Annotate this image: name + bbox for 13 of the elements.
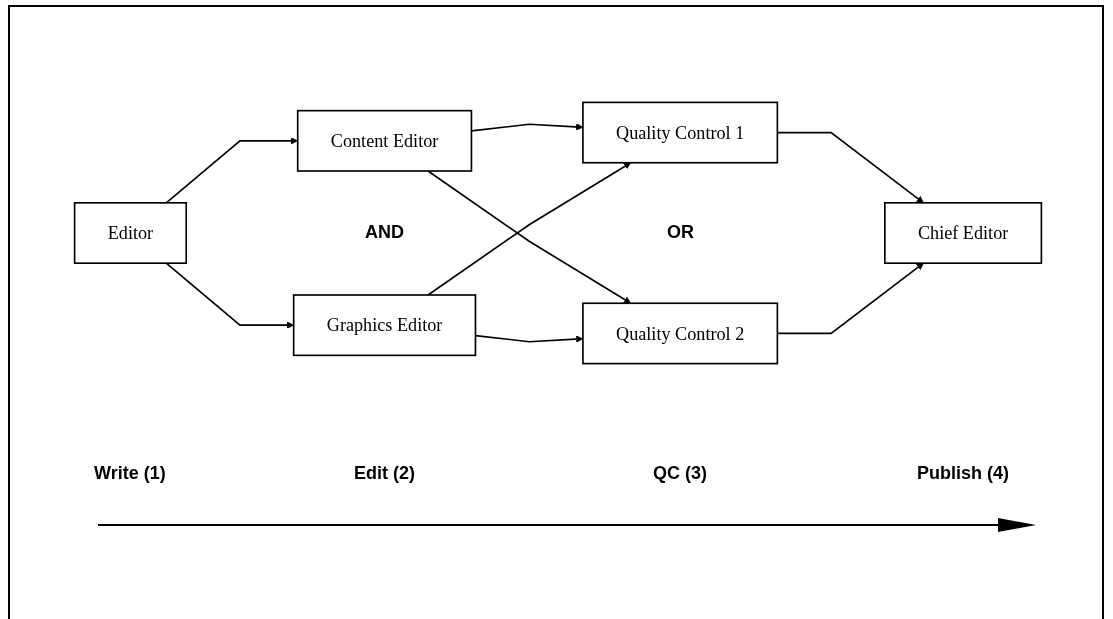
arrow [165, 262, 294, 329]
stage-label: Write (1) [94, 463, 166, 484]
node-box: Quality Control 2 [582, 302, 779, 365]
stage-label: QC (3) [653, 463, 707, 484]
node-box: Chief Editor [884, 202, 1043, 264]
stage-label: Publish (4) [917, 463, 1009, 484]
operator-label: AND [365, 222, 404, 243]
node-box: Editor [73, 202, 188, 264]
node-box: Graphics Editor [292, 294, 477, 357]
stage-label: Edit (2) [354, 463, 415, 484]
node-box: Content Editor [296, 109, 473, 172]
operator-label: OR [667, 222, 694, 243]
node-box: Quality Control 1 [582, 101, 779, 164]
